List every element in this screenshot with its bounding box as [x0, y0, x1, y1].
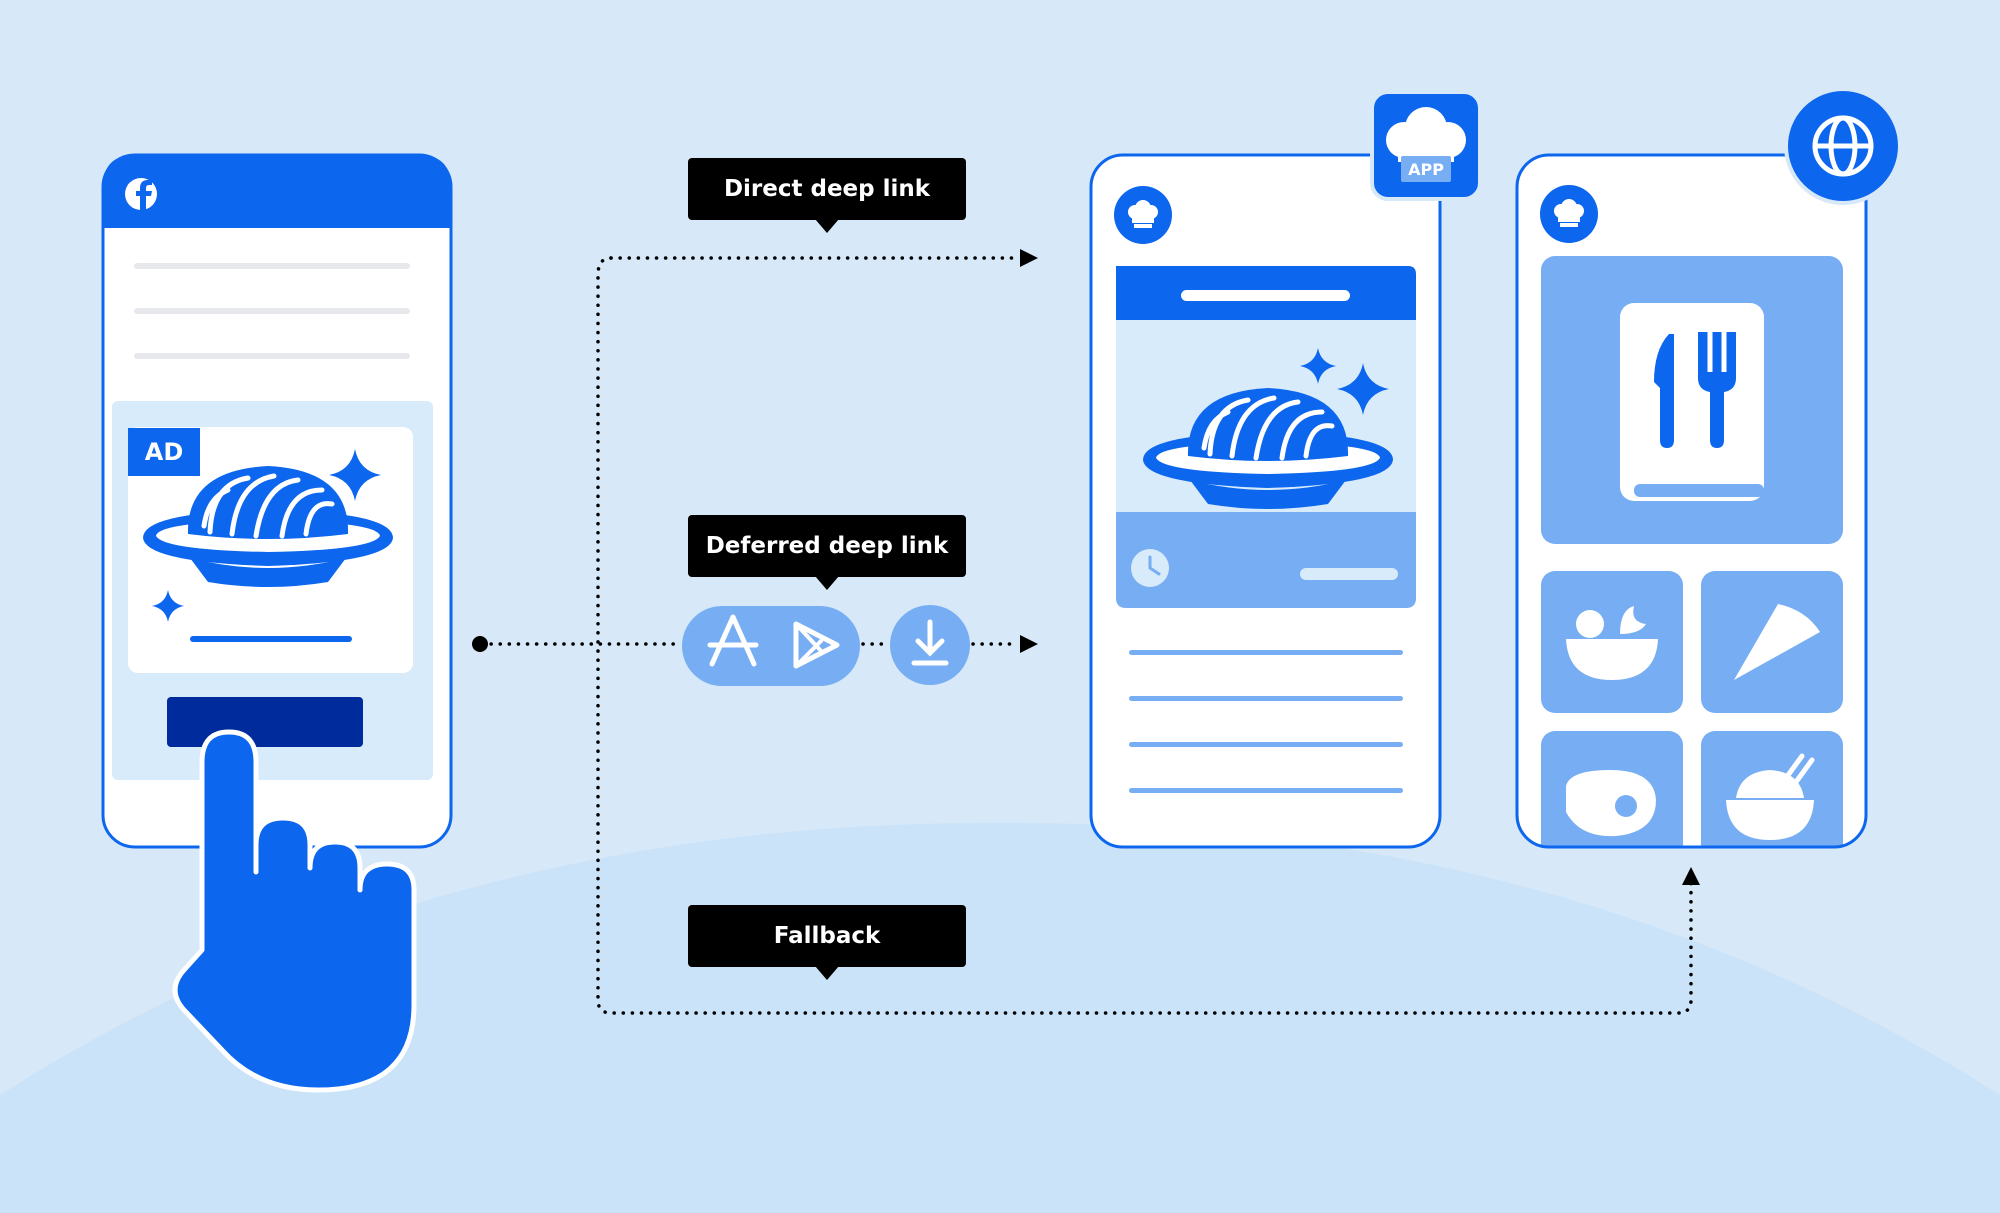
ad-badge: AD — [128, 428, 200, 476]
app-phone — [1089, 153, 1442, 849]
web-phone — [1515, 153, 1868, 849]
steak-icon — [1566, 770, 1656, 837]
rice-bowl-icon — [1726, 753, 1815, 840]
deferred-deep-link-label: Deferred deep link — [688, 515, 966, 590]
pointing-hand-icon — [172, 729, 417, 1093]
direct-deep-link-label: Direct deep link — [688, 158, 966, 233]
download-button — [890, 605, 970, 685]
fallback-label: Fallback — [688, 905, 966, 980]
flow-connectors — [480, 256, 1693, 1015]
app-store-pill — [682, 606, 860, 686]
app-badge — [1370, 90, 1482, 201]
download-icon — [911, 619, 949, 666]
salad-icon — [1566, 606, 1658, 680]
pizza-icon — [1734, 604, 1820, 680]
globe-icon — [1784, 87, 1902, 205]
app-badge-label: APP — [1401, 156, 1451, 182]
fork-knife-icon — [1654, 332, 1736, 448]
google-play-icon — [793, 621, 840, 669]
app-store-icon — [707, 614, 759, 667]
ad-phone — [101, 153, 453, 849]
ad-cta-button — [167, 697, 363, 747]
